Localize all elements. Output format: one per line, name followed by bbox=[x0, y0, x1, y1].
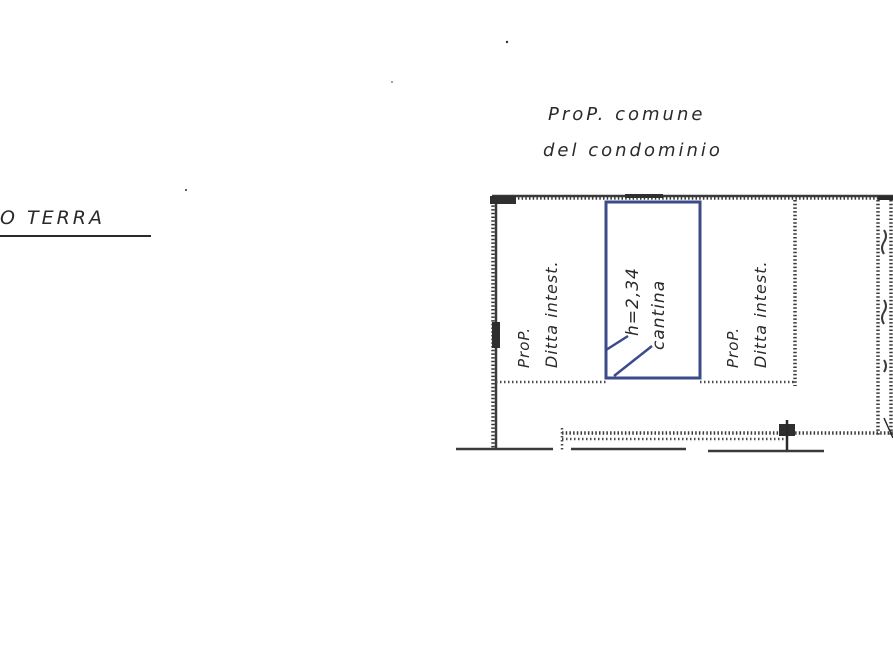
wall-block bbox=[490, 196, 516, 204]
left-room-label-line2: Ditta intest. bbox=[542, 260, 561, 368]
wall-block bbox=[492, 322, 500, 348]
cantina-name: cantina bbox=[649, 280, 669, 350]
right-room-label-line2: Ditta intest. bbox=[751, 260, 770, 368]
building-walls bbox=[456, 194, 893, 453]
scan-speck bbox=[505, 40, 509, 44]
right-room-label: ProP. Ditta intest. bbox=[724, 260, 770, 368]
far-right-room-marks bbox=[881, 229, 887, 373]
right-room-label-line1: ProP. bbox=[724, 327, 742, 368]
left-room-label-line1: ProP. bbox=[515, 327, 533, 368]
wall-block bbox=[625, 194, 663, 198]
scan-speck bbox=[185, 189, 187, 191]
cantina-label: h=2,34 cantina bbox=[623, 267, 669, 350]
condominium-label-line1: ProP. comune bbox=[548, 104, 705, 125]
floor-title: O TERRA bbox=[0, 207, 105, 229]
cantina-height: h=2,34 bbox=[623, 267, 643, 336]
condominium-label-line2: del condominio bbox=[543, 140, 723, 161]
left-room-label: ProP. Ditta intest. bbox=[515, 260, 561, 368]
wall-tick bbox=[883, 417, 893, 439]
scan-speck bbox=[391, 81, 393, 83]
cantina-unit bbox=[604, 200, 702, 380]
